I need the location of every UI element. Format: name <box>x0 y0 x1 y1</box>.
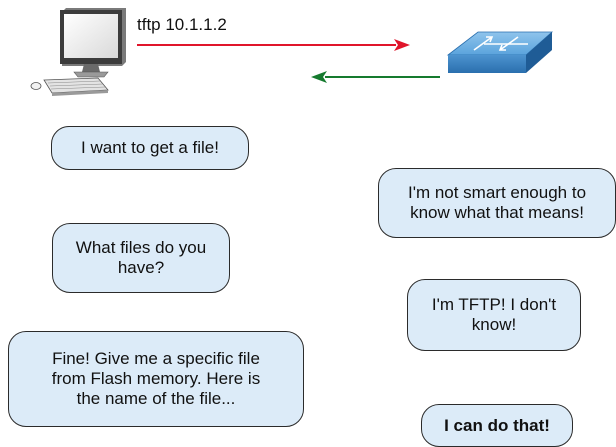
speech-bubble-user-request: I want to get a file! <box>51 126 249 170</box>
speech-bubble-router-question: What files do you have? <box>52 223 230 293</box>
speech-bubble-user-filename: Fine! Give me a specific file from Flash… <box>8 331 304 427</box>
tftp-command-label: tftp 10.1.1.2 <box>137 15 227 34</box>
speech-bubble-tftp-confirm: I can do that! <box>421 404 573 447</box>
response-arrow <box>311 71 440 83</box>
request-arrow <box>137 39 410 51</box>
speech-bubble-router-confused: I'm not smart enough to know what that m… <box>378 168 616 238</box>
speech-bubble-tftp-unknown: I'm TFTP! I don't know! <box>407 279 581 351</box>
network-switch-icon <box>446 31 554 73</box>
desktop-computer-icon <box>30 8 126 96</box>
